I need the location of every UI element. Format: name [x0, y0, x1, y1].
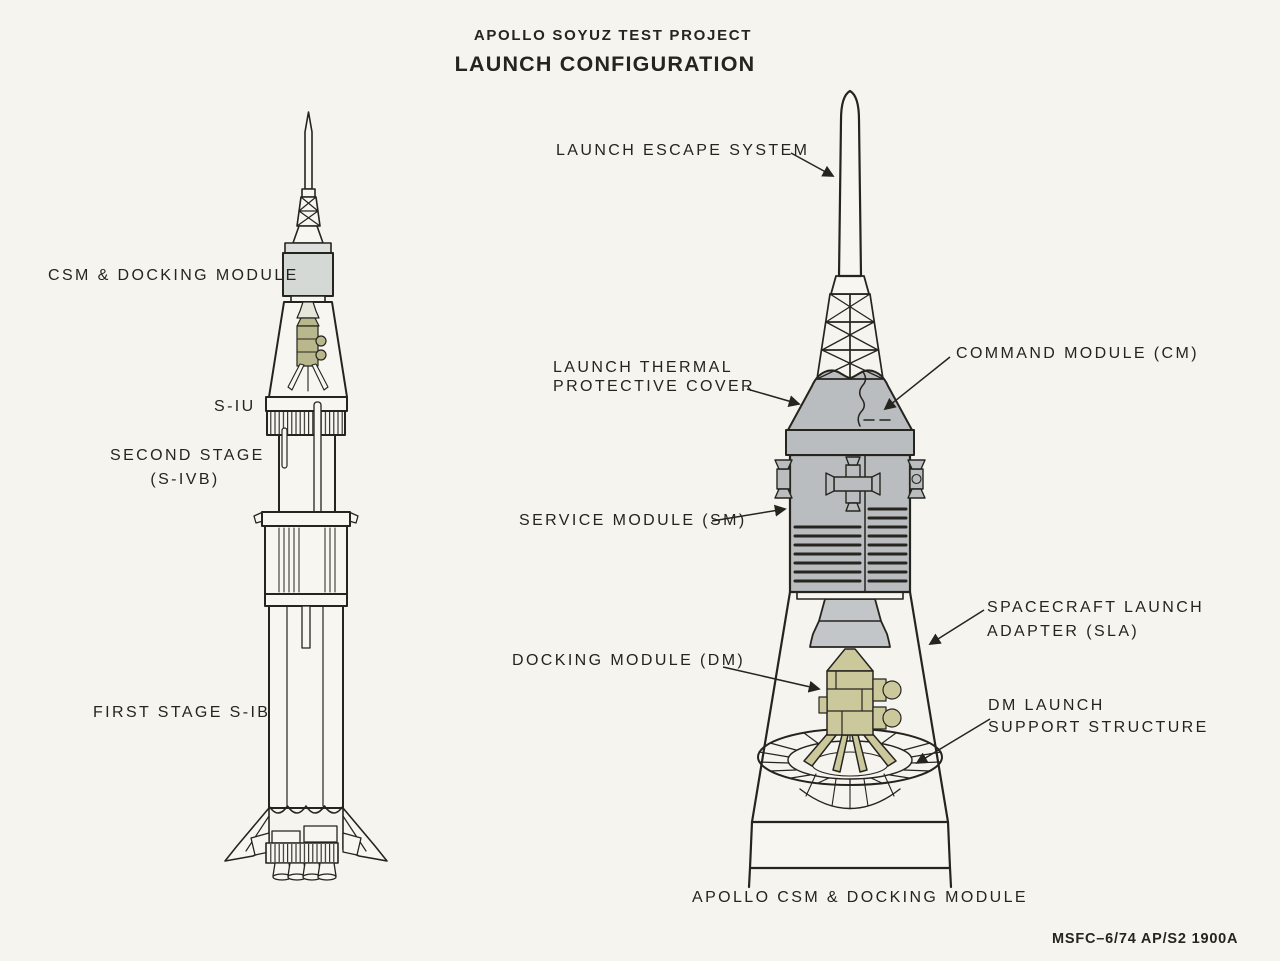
dm-support-ring — [757, 728, 943, 810]
saturn-ib-drawing — [224, 111, 388, 881]
label-csm-docking-module: CSM & DOCKING MODULE — [48, 267, 299, 284]
reference-number: MSFC–6/74 AP/S2 1900A — [1052, 931, 1239, 947]
label-command-module: COMMAND MODULE (CM) — [956, 345, 1199, 362]
docking-module — [803, 648, 902, 773]
label-second-stage-line1: SECOND STAGE — [110, 447, 265, 464]
leader-arrow-sla — [928, 609, 985, 645]
label-docking-module: DOCKING MODULE (DM) — [512, 652, 746, 669]
label-s-iu: S-IU — [214, 398, 256, 415]
leader-arrow-thermal-cover — [746, 388, 801, 407]
thermal-protective-cover — [785, 369, 915, 456]
rcs-side-pod-right — [907, 459, 926, 499]
label-first-stage: FIRST STAGE S-IB — [93, 704, 271, 721]
leader-arrow-docking-module — [722, 666, 821, 693]
diagram-title-configuration: LAUNCH CONFIGURATION — [454, 52, 756, 76]
rcs-quad-icon — [825, 456, 881, 512]
label-dm-support-line1: DM LAUNCH — [988, 697, 1105, 714]
label-second-stage-line2: (S-IVB) — [150, 471, 220, 488]
leader-arrow-les — [790, 152, 835, 177]
csm-stack-drawing — [747, 89, 953, 889]
label-sla: SPACECRAFT LAUNCH ADAPTER (SLA) — [987, 596, 1204, 644]
label-sla-line1: SPACECRAFT LAUNCH — [987, 599, 1205, 616]
leader-arrow-service-module — [711, 504, 787, 522]
label-thermal-cover-line2: PROTECTIVE COVER — [553, 378, 755, 395]
label-launch-escape-system: LAUNCH ESCAPE SYSTEM — [556, 142, 810, 159]
launch-escape-motor — [830, 89, 870, 295]
label-second-stage: SECOND STAGE (S-IVB) — [110, 444, 265, 492]
label-thermal-cover: LAUNCH THERMAL PROTECTIVE COVER — [553, 358, 755, 396]
label-service-module: SERVICE MODULE (SM) — [519, 512, 747, 529]
diagram-title-project: APOLLO SOYUZ TEST PROJECT — [473, 27, 753, 44]
escape-tower — [816, 293, 884, 380]
label-thermal-cover-line1: LAUNCH THERMAL — [553, 359, 733, 376]
label-dm-support-line2: SUPPORT STRUCTURE — [988, 719, 1209, 736]
sla-cone — [750, 590, 950, 824]
service-module — [774, 453, 926, 594]
label-sla-line2: ADAPTER (SLA) — [987, 623, 1140, 640]
leader-arrow-command-module — [883, 356, 951, 411]
stack-base-cylinder — [747, 820, 953, 889]
leader-arrow-dm-support — [915, 718, 991, 764]
rcs-side-pod-left — [774, 459, 793, 499]
label-dm-support: DM LAUNCH SUPPORT STRUCTURE — [988, 695, 1209, 739]
label-apollo-csm-caption: APOLLO CSM & DOCKING MODULE — [692, 889, 1028, 906]
sm-engine-nozzle — [796, 591, 904, 648]
